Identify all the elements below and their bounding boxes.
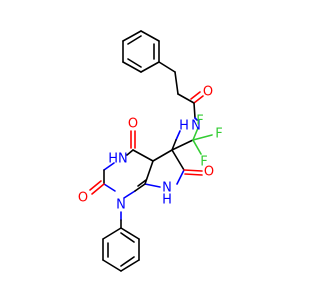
c2-oxygen-label: O: [78, 191, 88, 206]
c6-oxygen-label: O: [204, 165, 214, 180]
c4-oxygen-label: O: [128, 117, 138, 132]
n1-label: N: [116, 198, 126, 213]
pyrrolopyrimidine-core: [89, 130, 203, 199]
benzyl-group: [102, 211, 140, 272]
n7-label: N: [162, 181, 172, 196]
n3-label: HN: [108, 152, 128, 167]
amide-oxygen-label: O: [203, 85, 213, 100]
top-phenyl-ring: [122, 30, 160, 73]
amide-nitrogen-label: N: [191, 119, 201, 134]
amide-nitrogen-hydrogen-label: H: [179, 119, 189, 134]
n7-hydrogen-label: H: [162, 193, 172, 208]
amide-and-cf3: [171, 127, 213, 155]
molecule-structure: O N H F F F O HN O O N N H: [78, 30, 223, 272]
fluorine-label-3: F: [200, 155, 207, 170]
propanoyl-chain: [158, 61, 204, 121]
atom-labels: O N H F F F O HN O O N N H: [78, 85, 223, 213]
fluorine-label-1: F: [196, 114, 203, 129]
fluorine-label-2: F: [215, 127, 222, 142]
